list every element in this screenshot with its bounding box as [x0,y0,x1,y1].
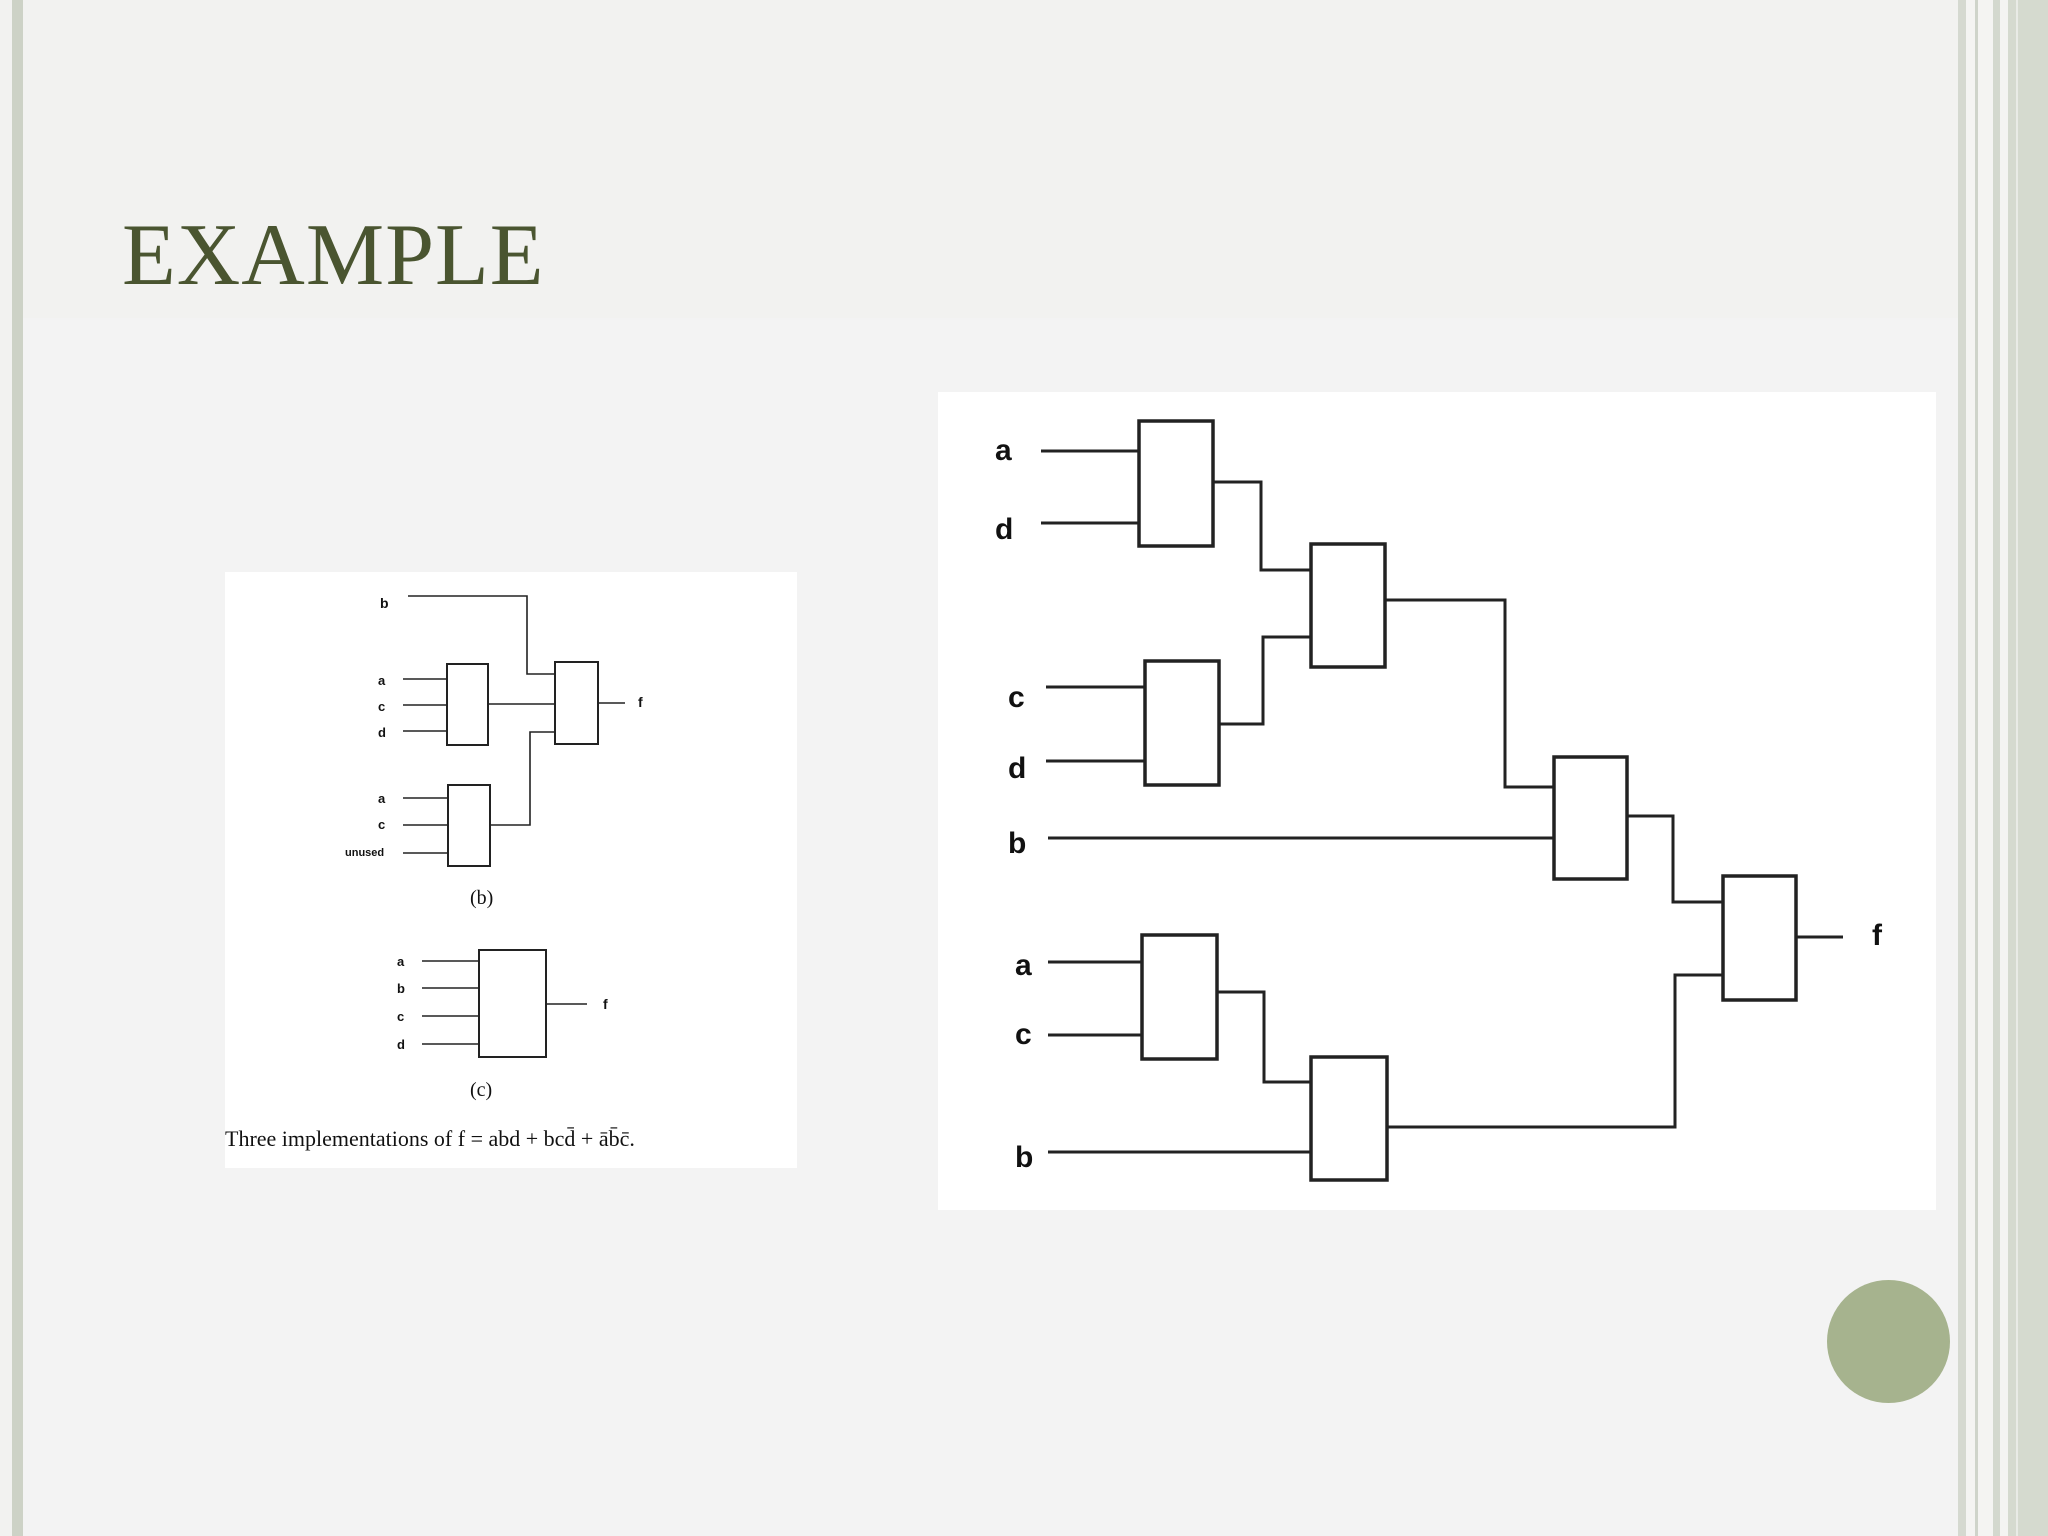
wire [1219,635,1311,726]
right-stripe [1958,0,1966,1536]
right-stripe [2016,0,2018,1536]
input-label-b: b [1008,827,1026,860]
figure-left-diagram: b a c d a c unused f (b) a b c d [225,595,643,1151]
lut-block [1309,1055,1389,1182]
figure-implementations-b-c: b a c d a c unused f (b) a b c d [225,572,797,1168]
wire [1217,990,1311,1084]
input-label-c: c [1008,681,1025,714]
input-label-d: d [378,725,386,740]
input-label-a: a [397,954,405,969]
lut-block [1137,419,1215,548]
lut-block [446,663,489,746]
input-label-c: c [378,817,385,832]
decorative-circle [1827,1280,1950,1403]
lut-block [478,949,547,1058]
input-label-c: c [397,1009,404,1024]
slide-title: EXAMPLE [122,207,545,304]
input-label-b: b [380,595,389,611]
sublabel-c: (c) [470,1079,492,1101]
wire [1041,449,1139,525]
figure-lut-tree: a d c d b a c b [938,392,1936,1210]
output-label-f: f [1872,919,1883,952]
input-label-c: c [378,699,385,714]
wire [1048,960,1142,1037]
input-label-d: d [397,1037,405,1052]
input-label-a: a [995,434,1012,467]
lut-block [1143,659,1221,787]
wire [408,595,555,675]
left-border [12,0,23,1536]
lut-block [1309,542,1387,669]
lut-block [1140,933,1219,1061]
sublabel-b: (b) [470,887,493,909]
right-stripe [1975,0,1978,1536]
input-label-b: b [1015,1141,1033,1174]
input-label-d: d [995,513,1013,546]
figure-right-diagram: a d c d b a c b [995,419,1883,1182]
right-stripe [2008,0,2048,1536]
wire [490,731,555,826]
wire [422,960,479,1045]
input-label-unused: unused [345,847,384,859]
output-label-f: f [638,694,643,710]
lut-block [447,784,491,867]
input-label-d: d [1008,752,1026,785]
lut-block [1552,755,1629,881]
wire [403,678,447,732]
wire [1046,685,1145,763]
output-label-f: f [603,996,608,1012]
wire [403,797,448,854]
right-stripe [1993,0,2000,1536]
input-label-a: a [378,673,386,688]
wire [1627,814,1723,904]
input-label-a: a [1015,949,1032,982]
wire [1385,598,1554,789]
input-label-b: b [397,981,405,996]
wire [1387,973,1723,1129]
input-label-a: a [378,791,386,806]
figure-caption: Three implementations of f = abd + bcd̄ … [225,1126,635,1151]
lut-block [554,661,599,745]
lut-block [1721,874,1798,1002]
wire [1213,480,1311,572]
input-label-c: c [1015,1018,1032,1051]
